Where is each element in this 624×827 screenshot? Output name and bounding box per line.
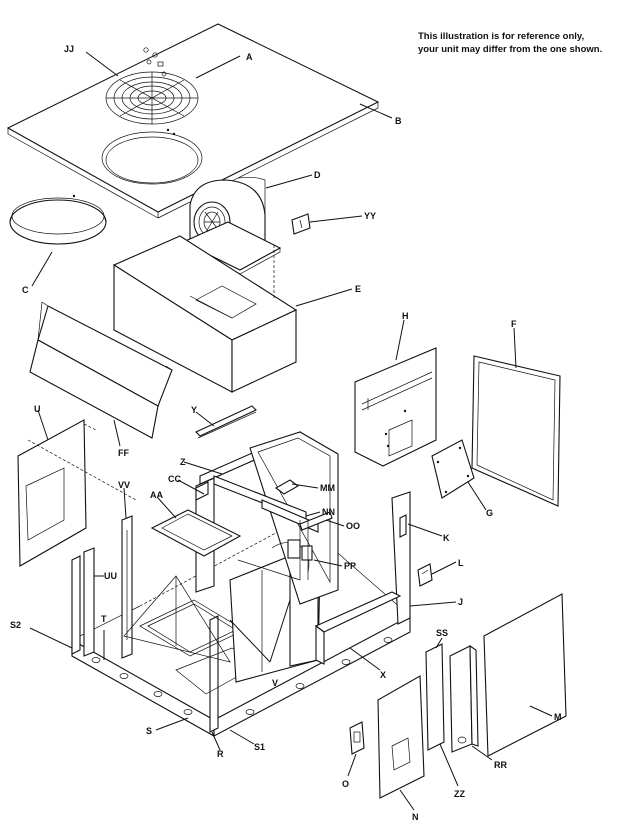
- label-j: J: [458, 597, 463, 607]
- label-a: A: [246, 52, 253, 62]
- label-l: L: [458, 558, 464, 568]
- label-rr: RR: [494, 760, 507, 770]
- label-y: Y: [191, 405, 197, 415]
- part-fan-guard: [105, 71, 199, 125]
- label-g: G: [486, 508, 493, 518]
- label-v: V: [272, 678, 278, 688]
- label-s: S: [146, 726, 152, 736]
- part-door-panel-m: [483, 593, 567, 757]
- part-labels: JJ A B C D YY E H F U FF Y Z MM CC AA VV…: [10, 44, 562, 822]
- part-small-plate-o: [349, 721, 365, 755]
- part-rail-y: [195, 405, 257, 439]
- label-s1: S1: [254, 742, 265, 752]
- reference-note: This illustration is for reference only,…: [418, 30, 618, 56]
- part-cover-plate: [431, 439, 475, 499]
- label-jj: JJ: [64, 44, 74, 54]
- label-mm: MM: [320, 483, 335, 493]
- label-m: M: [554, 712, 562, 722]
- part-small-bracket: [291, 213, 311, 235]
- part-panel-n: [377, 675, 425, 799]
- label-u: U: [34, 404, 41, 414]
- label-aa: AA: [150, 490, 163, 500]
- part-panel-ss: [425, 643, 445, 751]
- part-coil-frame: [150, 431, 339, 605]
- label-k: K: [443, 533, 450, 543]
- label-b: B: [395, 116, 402, 126]
- label-t: T: [101, 614, 107, 624]
- part-venturi-ring: [9, 194, 107, 245]
- part-blower-assembly: [181, 176, 282, 275]
- reference-note-line-2: your unit may differ from the one shown.: [418, 44, 603, 55]
- part-access-panel-h: [354, 347, 437, 467]
- part-panel-rr: [449, 644, 479, 753]
- label-e: E: [355, 284, 361, 294]
- part-side-panel-f: [471, 355, 561, 507]
- part-top-panel: [6, 23, 380, 219]
- label-z: Z: [180, 457, 186, 467]
- label-ff: FF: [118, 448, 129, 458]
- part-bracket-k: [399, 514, 407, 538]
- label-cc: CC: [168, 474, 181, 484]
- label-pp: PP: [344, 561, 356, 571]
- label-uu: UU: [104, 571, 117, 581]
- label-f: F: [511, 319, 517, 329]
- part-fan-shroud: [112, 235, 298, 393]
- label-zz: ZZ: [454, 789, 465, 799]
- reference-note-line-1: This illustration is for reference only,: [418, 31, 585, 42]
- label-oo: OO: [346, 521, 360, 531]
- label-yy: YY: [364, 211, 376, 221]
- label-h: H: [402, 311, 409, 321]
- label-o: O: [342, 779, 349, 789]
- label-s2: S2: [10, 620, 21, 630]
- label-r: R: [217, 749, 224, 759]
- label-nn: NN: [322, 507, 335, 517]
- label-d: D: [314, 170, 321, 180]
- label-n: N: [412, 812, 419, 822]
- part-partition-panel: [29, 301, 173, 439]
- label-c: C: [22, 285, 29, 295]
- leader-lines: [29, 51, 553, 811]
- label-ss: SS: [436, 628, 448, 638]
- part-side-panel-u: [17, 419, 97, 567]
- part-small-box-l: [417, 563, 433, 587]
- label-x: X: [380, 670, 386, 680]
- label-vv: VV: [118, 480, 130, 490]
